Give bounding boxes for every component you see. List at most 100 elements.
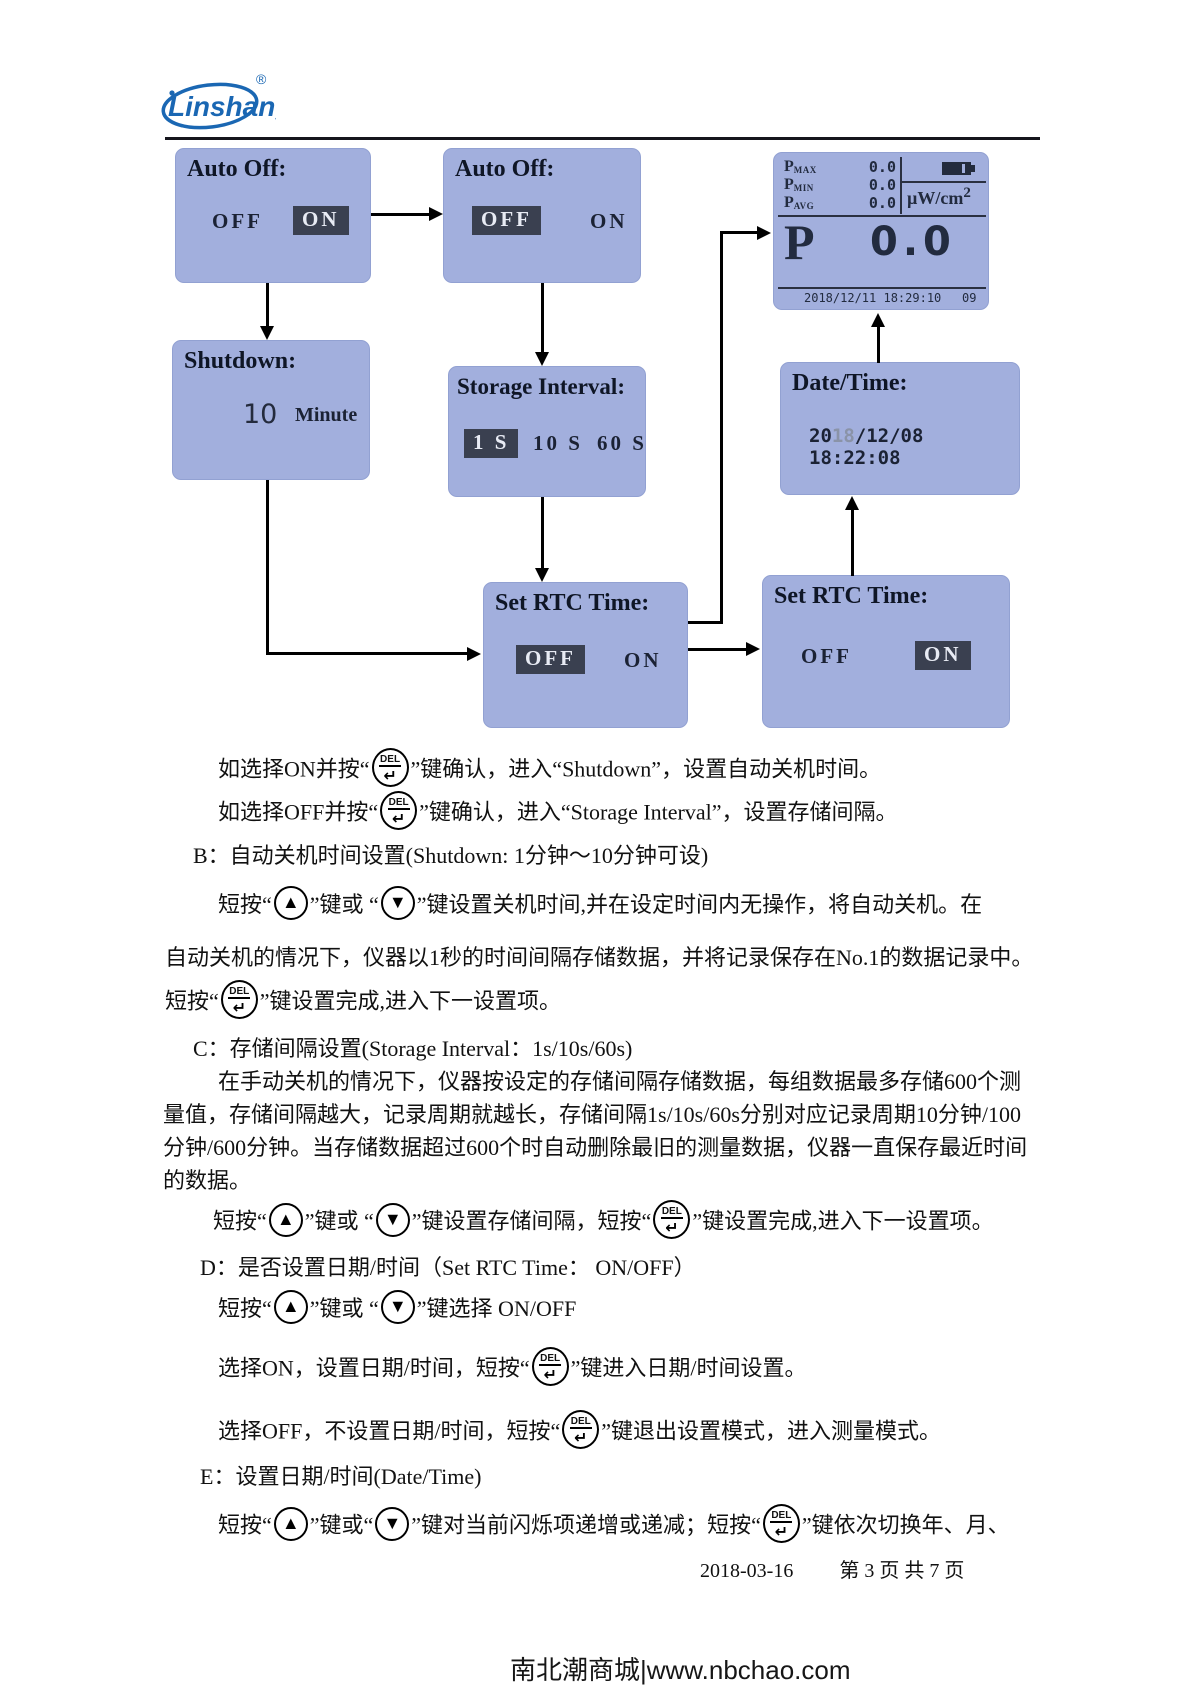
down-key-icon: ▼ [380,886,415,920]
stat-row-pmin: PMIN 0.0 [784,176,896,194]
display-divider-top [778,215,986,217]
screen-measurement-display: PMAX 0.0 PMIN 0.0 PAVG 0.0 µW/cm2 P 0.0 … [773,152,989,310]
registered-mark: ® [256,71,267,87]
manual-text-line: 短按“DEL↵”键设置完成,进入下一设置项。 [165,980,561,1019]
footer-page-number: 第 3 页 共 7 页 [839,1560,965,1582]
del-enter-key-icon: DEL↵ [562,1410,600,1449]
main-reading-label: P [784,214,815,270]
option-1s-selected: 1 S [464,429,519,458]
blinking-digits: 18 [831,425,855,447]
manual-text-line: 的数据。 [163,1168,252,1193]
up-key-icon: ▲ [273,886,308,920]
screen-title: Auto Off: [187,156,287,182]
date-time-value: 2018/12/08 18:22:08 [809,425,924,469]
linshang-logo: Linshang ® [158,68,292,143]
option-60s: 60 S [597,431,647,455]
manual-text-line: 如选择ON并按“DEL↵”键确认，进入“Shutdown”，设置自动关机时间。 [218,748,881,787]
unit-label: µW/cm2 [907,185,971,208]
manual-text-line: 在手动关机的情况下，仪器按设定的存储间隔存储数据，每组数据最多存储600个测 [218,1069,1022,1094]
screen-date-time: Date/Time: 2018/12/08 18:22:08 [780,362,1020,495]
connector-line [720,233,723,624]
manual-text-line: D：是否设置日期/时间（Set RTC Time： ON/OFF） [200,1255,696,1280]
del-enter-key-icon: DEL↵ [531,1347,569,1386]
up-key-icon: ▲ [268,1202,303,1237]
up-key-icon: ▲ [273,1290,308,1324]
display-divider-battery [901,181,986,183]
arrow-head-right [746,642,760,656]
option-on-selected: ON [293,206,349,235]
arrow-head-down [535,568,549,582]
connector-line [266,283,269,326]
stat-label: PAVG [784,194,815,211]
manual-text-line: 短按“▲”键或 “▼”键选择 ON/OFF [218,1290,576,1324]
stat-value: 0.0 [868,158,896,176]
option-on: ON [624,648,662,672]
display-stats: PMAX 0.0 PMIN 0.0 PAVG 0.0 [784,158,896,212]
connector-line [266,480,269,655]
manual-text-line: E：设置日期/时间(Date/Time) [200,1464,482,1489]
del-enter-key-icon: DEL↵ [380,791,418,830]
down-key-icon: ▼ [375,1202,410,1237]
connector-line [851,510,854,576]
connector-line [541,497,544,568]
option-10s: 10 S [533,431,583,455]
screen-title: Date/Time: [792,370,908,396]
del-enter-key-icon: DEL↵ [371,748,409,787]
site-watermark: 南北潮商城|www.nbchao.com [510,1655,851,1685]
shutdown-minutes-unit: Minute [295,404,358,426]
arrow-head-up [871,313,885,327]
header-divider [165,137,1040,140]
screen-title: Set RTC Time: [495,590,650,616]
connector-line [541,283,544,352]
down-key-icon: ▼ [375,1506,410,1541]
del-enter-key-icon: DEL↵ [220,980,258,1019]
connector-line [266,652,467,655]
manual-text-line: 量值，存储间隔越大，记录周期就越长，存储间隔1s/10s/60s分别对应记录周期… [163,1102,1022,1127]
display-divider-bottom [778,287,986,289]
screen-title: Set RTC Time: [774,583,929,609]
screen-auto-off-on-selected: Auto Off: OFF ON [175,148,371,283]
manual-text-line: 如选择OFF并按“DEL↵”键确认，进入“Storage Interval”，设… [218,791,898,830]
stat-value: 0.0 [868,194,896,212]
manual-text-line: 分钟/600分钟。当存储数据超过600个时自动删除最旧的测量数据，仪器一直保存最… [163,1135,1028,1160]
connector-line [371,213,429,216]
stat-label: PMAX [784,158,817,175]
stat-value: 0.0 [868,176,896,194]
battery-icon [942,162,975,175]
option-off-selected: OFF [472,206,541,235]
display-datetime: 2018/12/11 18:29:10 [804,291,942,305]
screen-title: Storage Interval: [457,374,625,399]
main-reading-value: 0.0 [870,219,956,265]
display-record-number: 09 [962,291,977,305]
screen-set-rtc-off-selected: Set RTC Time: OFF ON [483,582,688,728]
screen-storage-interval: Storage Interval: 1 S 10 S 60 S [448,366,646,497]
option-off-selected: OFF [516,645,585,674]
arrow-head-right [429,207,443,221]
option-on-selected: ON [915,641,971,670]
option-off: OFF [212,209,263,233]
manual-text-line: 自动关机的情况下，仪器以1秒的时间间隔存储数据，并将记录保存在No.1的数据记录… [165,945,1034,970]
option-on: ON [590,209,628,233]
del-enter-key-icon: DEL↵ [653,1200,691,1239]
screen-title: Auto Off: [455,156,555,182]
screen-set-rtc-on-selected: Set RTC Time: OFF ON [762,575,1010,728]
screen-auto-off-off-selected: Auto Off: OFF ON [443,148,641,283]
manual-text-line: 选择OFF，不设置日期/时间，短按“DEL↵”键退出设置模式，进入测量模式。 [218,1410,941,1449]
shutdown-minutes-value: 10 [243,399,278,430]
connector-line [688,648,746,651]
del-enter-key-icon: DEL↵ [762,1504,800,1543]
stat-row-pmax: PMAX 0.0 [784,158,896,176]
up-key-icon: ▲ [273,1506,308,1541]
manual-text-line: 短按“▲”键或 “▼”键设置存储间隔，短按“DEL↵”键设置完成,进入下一设置项… [213,1200,994,1239]
arrow-head-right [467,647,481,661]
manual-text-line: B：自动关机时间设置(Shutdown: 1分钟～10分钟可设) [193,843,709,868]
screen-title: Shutdown: [184,348,297,374]
stat-label: PMIN [784,176,814,193]
connector-line [877,327,880,363]
connector-line [720,231,758,234]
option-off: OFF [801,644,852,668]
screen-shutdown: Shutdown: 10 Minute [172,340,370,480]
logo-text: Linshang [168,91,276,122]
